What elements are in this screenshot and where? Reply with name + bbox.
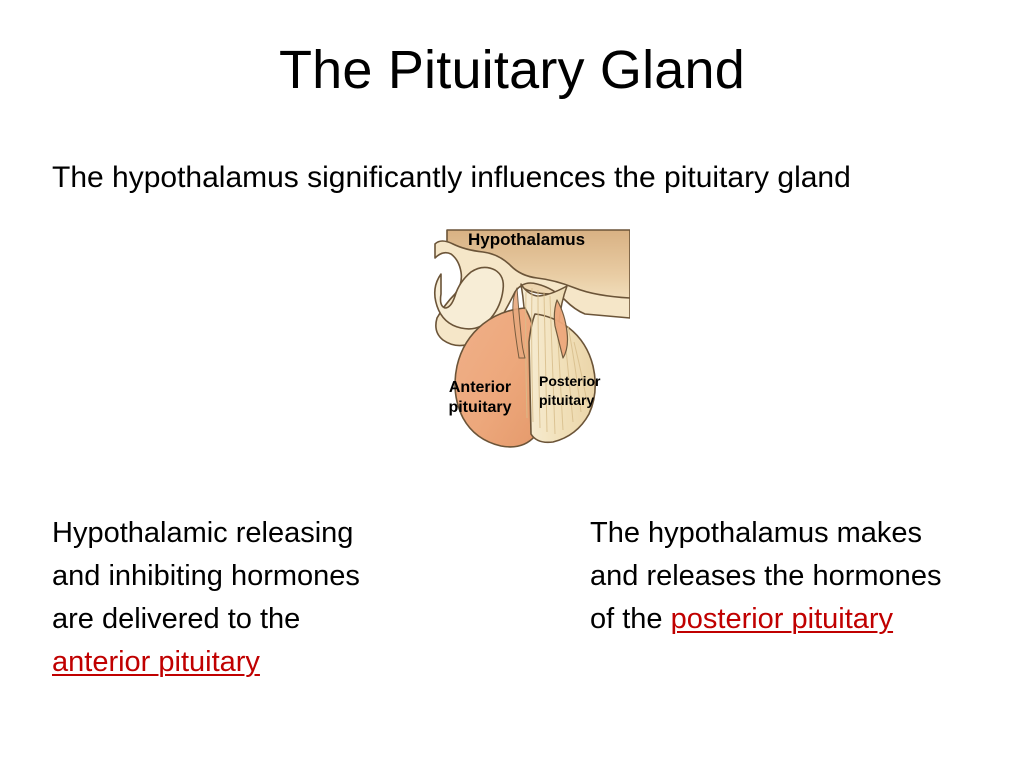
pituitary-gland-diagram: Hypothalamus Anterior pituitary Posterio… (425, 222, 630, 460)
left-line-4: anterior pituitary (52, 641, 492, 684)
right-line-1: The hypothalamus makes (590, 517, 923, 549)
left-text-column: Hypothalamic releasing and inhibiting ho… (52, 512, 492, 684)
right-line-3-prefix: of the (590, 603, 671, 635)
right-line-2: and releases the hormones (590, 560, 942, 592)
stalk-left-strip (512, 287, 526, 359)
anterior-pituitary-highlight: anterior pituitary (52, 646, 260, 678)
posterior-pituitary-highlight: posterior pituitary (670, 603, 894, 635)
pituitary-anatomy-illustration (433, 229, 630, 448)
neural-fiber-striations (525, 287, 588, 435)
right-text-column: The hypothalamus makes and releases the … (590, 512, 1010, 641)
anterior-lobe-upper-wedge (553, 299, 569, 359)
optic-chiasm (433, 266, 505, 330)
subtitle-text: The hypothalamus significantly influence… (52, 161, 851, 194)
right-line-3: of the posterior pituitary (590, 598, 1010, 641)
page-title: The Pituitary Gland (278, 40, 746, 100)
left-line-1: Hypothalamic releasing (52, 517, 354, 549)
left-line-3: are delivered to the (52, 603, 301, 635)
left-line-2: and inhibiting hormones (52, 560, 360, 592)
